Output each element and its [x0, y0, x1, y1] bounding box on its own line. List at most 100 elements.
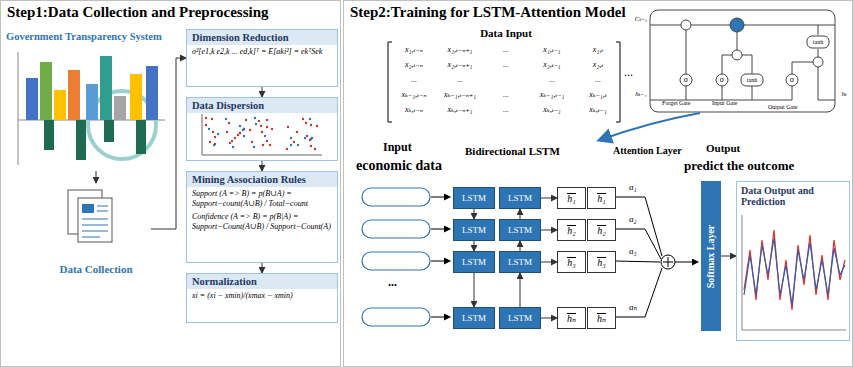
scatter-dot	[225, 118, 227, 120]
chart-bar	[100, 56, 112, 120]
scatter-dot	[258, 120, 260, 122]
scatter-dot	[239, 132, 241, 134]
node-label: Softmax Layer	[706, 224, 717, 288]
scatter-dot	[214, 136, 216, 138]
scatter-dot	[242, 129, 244, 131]
cell-annotation: σ	[720, 76, 724, 85]
input-shape	[362, 252, 430, 270]
step-panel: Step2:Training for LSTM-Attention ModelD…	[343, 0, 853, 367]
scatter-dot	[211, 118, 213, 120]
matrix-cell: ...	[483, 45, 529, 54]
scatter-dot	[290, 137, 292, 139]
document-icon	[68, 190, 112, 242]
lstm-label: LSTM	[462, 225, 486, 235]
lstm-label: LSTM	[508, 225, 532, 235]
lstm-box: LSTM	[453, 307, 495, 329]
attention-weight: a₂	[629, 215, 637, 225]
matrix-cell: xₖ₋₁,ₜ₋ₙ₊₁	[437, 90, 483, 99]
scatter-dot	[251, 141, 253, 143]
scatter-dot	[231, 140, 233, 142]
multiply-node	[732, 50, 742, 60]
chart-bar	[86, 84, 98, 120]
chart-bar	[68, 70, 80, 120]
input-arrow	[431, 317, 450, 318]
chart-bar	[130, 74, 142, 120]
scatter-dot	[304, 137, 306, 139]
matrix-cell: x₂,ₜ₋₁	[529, 60, 575, 69]
matrix-cell: ...	[483, 90, 529, 99]
formula-text: σ²[e1,k e2,k ... ed,k]ᵀ = E[aki²] = ekᵀS…	[187, 45, 337, 59]
stage-label: ...	[388, 276, 397, 289]
attention-weight: aₙ	[629, 303, 637, 313]
connector-arrow	[541, 198, 557, 199]
lstm-box: LSTM	[453, 187, 495, 209]
stage-label: Attention Layer	[613, 145, 682, 156]
hidden-state-box: h₃	[587, 251, 616, 273]
hidden-state-box: hₙ	[557, 307, 586, 329]
scatter-axis	[202, 155, 322, 156]
connector-arrow	[721, 256, 736, 257]
scatter-dot	[287, 126, 289, 128]
connector-arrow	[520, 273, 521, 307]
scatter-dot	[239, 132, 241, 134]
scatter-dot	[243, 135, 245, 137]
lstm-box: LSTM	[499, 219, 541, 241]
scatter-dot	[302, 118, 304, 120]
scatter-dot	[226, 131, 228, 133]
input-shape	[362, 188, 430, 206]
chart-bar	[136, 120, 146, 154]
scatter-dot	[262, 144, 264, 146]
matrix-cell: xₖ,ₜ₋₁	[575, 105, 621, 114]
scatter-dot	[208, 128, 210, 130]
process-box: Dimension Reductionσ²[e1,k e2,k ... ed,k…	[186, 29, 338, 87]
scatter-dot	[205, 124, 207, 126]
connector-arrow	[96, 171, 97, 183]
actual-series	[744, 238, 845, 305]
scatter-dot	[305, 122, 307, 124]
cell-annotation: σ	[684, 76, 688, 85]
attention-weight: a₃	[629, 247, 637, 257]
document-page	[78, 198, 112, 242]
cell-annotation: Forget Gate	[662, 100, 690, 107]
document-line	[82, 231, 108, 232]
connector-arrow	[262, 161, 263, 171]
process-box: Data Dispersion	[186, 97, 338, 161]
matrix-cell: xₖ₋₁,ₜ₋ₙ	[391, 90, 437, 99]
scatter-dot	[296, 131, 298, 133]
node-label: Data Output and Prediction	[737, 182, 849, 210]
gate-line	[792, 25, 835, 100]
scatter-dot	[286, 148, 288, 150]
hidden-state-box: h₂	[587, 219, 616, 241]
bar-chart	[18, 52, 165, 165]
scatter-dot	[237, 134, 239, 136]
lstm-label: LSTM	[462, 257, 486, 267]
hidden-state-label: h₃	[567, 257, 575, 268]
cell-annotation: Input Gate	[712, 100, 738, 107]
box-heading: Data Dispersion	[187, 98, 337, 113]
attention-lines	[615, 197, 698, 317]
output-chart	[742, 215, 846, 330]
cell-annotation: σ	[790, 76, 794, 85]
scatter-dot	[310, 145, 312, 147]
hidden-state-label: h₂	[567, 225, 575, 236]
tanh-node	[741, 74, 763, 86]
sum-sign	[663, 257, 673, 267]
lstm-box: LSTM	[499, 307, 541, 329]
matrix-cell: x₁,ₜ₋ₙ	[391, 45, 437, 54]
matrix-bracket	[388, 42, 392, 122]
document-line	[82, 225, 108, 226]
input-arrows	[431, 197, 450, 317]
chart-bar	[26, 78, 38, 120]
scatter-dot	[269, 144, 271, 146]
document-line	[97, 206, 108, 207]
box-heading: Dimension Reduction	[187, 30, 337, 45]
scatter-dot	[266, 140, 268, 142]
connector-arrow	[262, 87, 263, 97]
cell-annotation: tanh	[747, 77, 757, 84]
multiply-node	[681, 20, 691, 30]
sigma-node	[786, 74, 798, 86]
scatter-dot	[309, 139, 311, 141]
input-matrix: Data Inputx₁,ₜ₋ₙx₁,ₜ₋ₙ₊₁...x₁,ₜ₋₁x₁,ₜx₂,…	[386, 27, 626, 127]
matrix-cell: x₁,ₜ₋₁	[529, 45, 575, 54]
